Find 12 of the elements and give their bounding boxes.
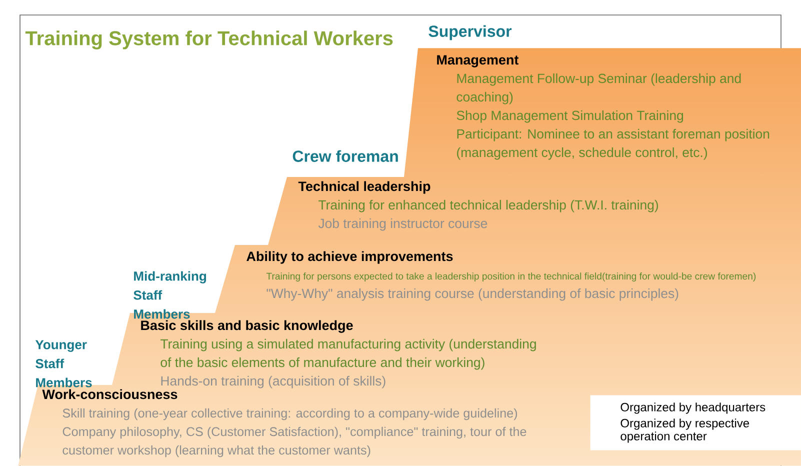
legend-entry: Organized by headquarters (620, 402, 766, 414)
rank-label: Supervisor (428, 25, 512, 40)
rank-label: Mid-ranking Staff Members (134, 271, 206, 319)
rank-label: Crew foreman (292, 150, 398, 162)
training-step: Ability to achieve improvements Training for persons expected to take a leadership position in the technical field(training for would-be crew foremen) "Why-Why" analysis training course (understanding of basic principles) (246, 251, 756, 301)
training-step: Work-consciousness Skill training (one-year collective training: according to a company-wide guideline) Company philosophy, CS (Customer Satisfaction), "compliance" training, tour of the customer workshop (learning what the customer wants) (42, 389, 526, 458)
title: Training System for Technical Workers (25, 30, 393, 50)
rank-label: Younger Staff Members (35, 340, 92, 388)
training-step: Basic skills and basic knowledge Training using a simulated manufacturing activity (understanding of the basic elements of manufacture and their working) Hands-on training (acquisition of skills) (141, 320, 536, 388)
training-step: Technical leadership Training for enhanced technical leadership (T.W.I. training) Job training instructor course (298, 181, 658, 231)
legend-entry: Organized by respective operation center (620, 418, 750, 443)
training-step: Management Management Follow-up Seminar (leadership and coaching) Shop Management Simulation Training Participant: Nominee to an assistant foreman position (management cycle, schedule control, etc.) (437, 55, 770, 160)
